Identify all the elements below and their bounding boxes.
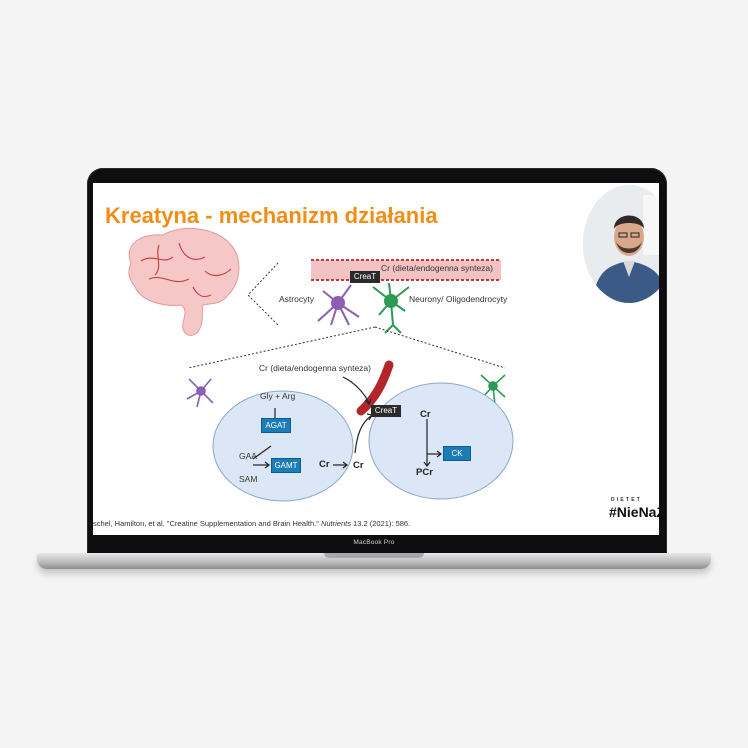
ck-enzyme: CK <box>443 446 471 461</box>
presenter-image <box>583 185 659 303</box>
neurons-label: Neurony/ Oligodendrocyty <box>409 294 508 304</box>
cr-source-label: Cr (dieta/endogenna synteza) <box>381 263 493 273</box>
presenter-webcam <box>583 185 659 303</box>
pcr-label: PCr <box>416 467 433 478</box>
laptop-notch <box>324 553 424 558</box>
cr-inner-label: Cr <box>319 459 330 470</box>
astrocytes-label: Astrocyty <box>279 294 314 304</box>
citation: schel, Hamilton, et al. "Creatine Supple… <box>93 519 410 528</box>
astrocyte-cell <box>212 390 354 502</box>
cr-neuron-label: Cr <box>420 409 431 420</box>
gamt-enzyme: GAMT <box>271 458 301 473</box>
zoom-guide-bottom <box>187 326 506 369</box>
citation-details: 13.2 (2021): 586. <box>350 519 411 528</box>
brain-illustration <box>128 227 240 336</box>
astrocyte-icon <box>317 284 360 326</box>
brand-caption: DIETET <box>611 497 642 503</box>
mechanism-diagram <box>128 227 514 502</box>
gly-arg-label: Gly + Arg <box>260 391 296 401</box>
cr-source-label-bottom: Cr (dieta/endogenna synteza) <box>259 363 371 373</box>
creat-transporter-label: CreaT <box>350 271 380 283</box>
brand-logo: #NieNaZ <box>609 504 659 520</box>
small-astrocyte-icon <box>186 378 214 408</box>
citation-authors: schel, Hamilton, et al. "Creatine Supple… <box>93 519 321 528</box>
presentation-screen: Kreatyna - mechanizm działania <box>93 183 659 535</box>
laptop-model-label: MacBook Pro <box>353 539 395 546</box>
sam-label: SAM <box>239 474 258 484</box>
slide-title: Kreatyna - mechanizm działania <box>105 203 438 228</box>
gaa-label: GAA <box>239 451 257 461</box>
laptop-base <box>37 553 711 569</box>
neuron-cell <box>368 382 514 500</box>
small-neuron-icon <box>480 374 506 406</box>
agat-enzyme: AGAT <box>261 418 291 433</box>
citation-journal: Nutrients <box>320 519 351 528</box>
creat-transporter-label-bottom: CreaT <box>371 405 401 417</box>
neuron-icon <box>372 282 410 334</box>
capillary-icon <box>356 360 394 416</box>
cr-outer-label: Cr <box>353 460 364 471</box>
zoom-guide-top <box>247 262 279 326</box>
